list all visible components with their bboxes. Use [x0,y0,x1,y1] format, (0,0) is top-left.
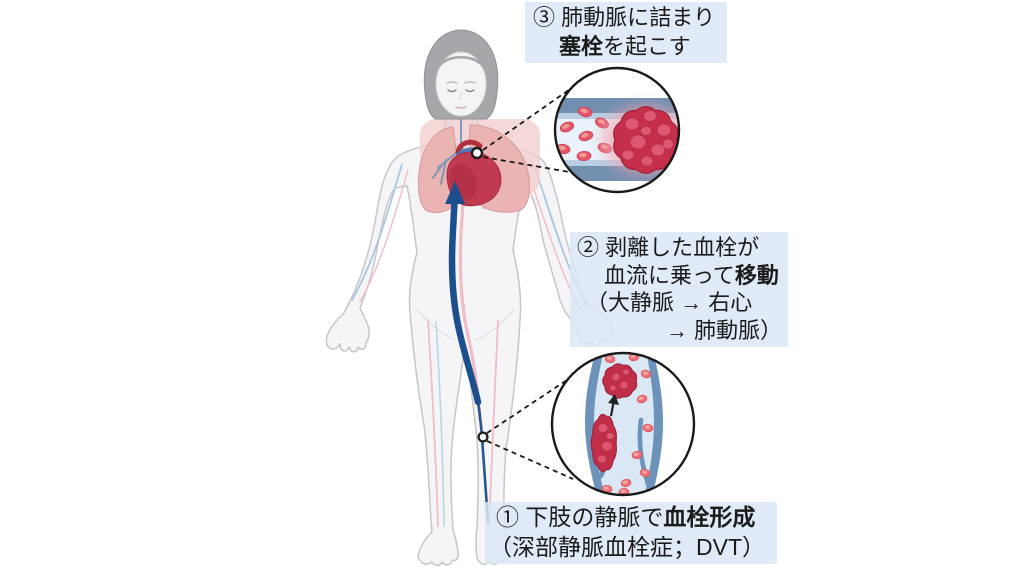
detached-clot-texture [609,368,630,392]
step3-keyword: 塞栓 [559,34,604,59]
label-step3-embolism: ③ 肺動脈に詰まり 塞栓を起こす [525,2,727,63]
inset-dvt-vein [550,351,696,497]
face-features [446,81,476,109]
detachment-arrow-icon [608,394,619,417]
label-step2-migration: ② 剥離した血栓が 血流に乗って移動 （大静脈 → 右心 → 肺動脈） [570,232,788,347]
leader-lines [482,86,576,480]
detached-clot [602,363,638,399]
magnifier-circle-top [553,66,681,194]
flow-arrow-head [445,181,465,204]
magnifier-circle-bottom [550,351,696,497]
face [435,51,487,117]
step1-line2: （深部静脈血栓症；DVT） [489,533,765,560]
inset-pulmonary-embolism [553,66,681,194]
step2-keyword: 移動 [734,262,779,288]
step2-line3: （大静脈 → 右心 [586,290,753,315]
step2-line4: → 肺動脈） [666,317,783,343]
step3-line2-rest: を起こす [603,34,691,59]
embolus-texture [621,110,674,167]
flow-arrow-shaft [448,195,482,406]
step2-line2-pre: 血流に乗って [604,262,735,288]
label-step1-thrombus-formation: ① 下肢の静脈で血栓形成 （深部静脈血栓症；DVT） [485,502,777,564]
mural-thrombus-texture [597,423,615,464]
step3-line1: ③ 肺動脈に詰まり [533,5,716,30]
step1-line1-pre: ① 下肢の静脈で [496,504,664,530]
leg-marker-icon [477,431,489,443]
step1-keyword: 血栓形成 [663,504,756,530]
heart-marker-icon [470,146,484,160]
aortic-arch [455,139,483,155]
step2-line1: ② 剥離した血栓が [577,235,760,260]
